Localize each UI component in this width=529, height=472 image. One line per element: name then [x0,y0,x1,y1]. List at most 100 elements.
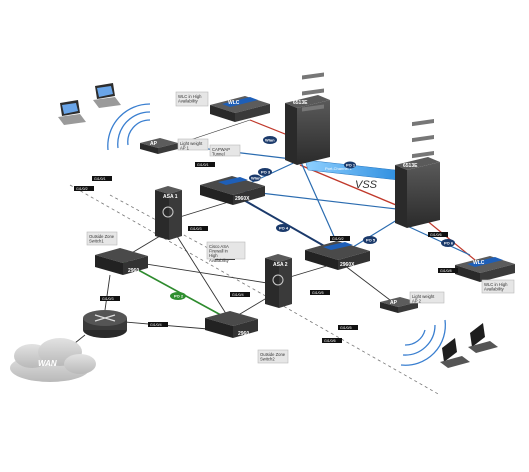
port-tag: Gi1/0/2 [74,186,94,191]
distribution-switch-1: 2960X [200,176,265,205]
asa2-label: ASA 2 [273,262,288,268]
outside-switch-1: 2960 [95,248,148,275]
port-tag: Gi1/0/5 [338,325,358,330]
asa1-label: ASA 1 [163,194,178,200]
core-dist2-link [299,159,341,251]
port-tag: Gi1/0/5 [310,290,330,295]
outside-switch-2: 2960 [205,311,258,338]
wifi-arc [402,324,436,356]
pill-wlan-mid: Wlan [249,174,261,182]
svg-text:Gi1/0/8: Gi1/0/8 [440,269,452,273]
port-tag: Gi1/0/3 [188,226,208,231]
out1-router-link [104,274,111,311]
core-switch-right: 6513E [395,119,440,228]
vss-link-label: Port-Channel 1 [325,166,353,171]
core-switch-left: 6513E [285,72,330,165]
port-tag: Gi1/0/4 [230,292,250,297]
svg-text:PO 4: PO 4 [279,226,289,231]
wan-cloud: WAN [10,338,96,382]
access-point-2: AP [380,297,418,313]
wifi-left [107,103,151,151]
svg-text:Gi1/0/6: Gi1/0/6 [324,339,336,343]
svg-text:PO 6: PO 6 [444,241,454,246]
router-out2-link [124,321,221,331]
svg-text:Gi1/0/3: Gi1/0/3 [190,227,202,231]
svg-text:Gi1/0/2: Gi1/0/2 [332,237,344,241]
port-tag: Gi1/0/3 [100,296,120,301]
port-tag: Gi1/0/6 [322,338,342,343]
access-point-1: AP [140,138,178,154]
svg-text:Gi1/0/4: Gi1/0/4 [232,293,244,297]
port-tags: Gi1/0/1 Gi1/0/2 Gi1/0/1 Gi1/0/2 Gi1/0/3 … [74,162,458,343]
dist1-label: 2960X [235,196,250,202]
wifi-arc [404,329,426,346]
ap1-label: AP [150,141,158,147]
wifi-arc [127,119,151,146]
wlc-bottom-label: WLC [473,260,485,266]
svg-text:PO 5: PO 5 [366,238,376,243]
router [83,310,127,338]
dist2-label: 2960X [340,262,355,268]
svg-text:Gi1/0/1: Gi1/0/1 [94,177,106,181]
wlc-bottom: WLC [455,256,515,282]
laptop-icon [93,83,121,108]
pills: Wlan PO 3 PO 4 PO 5 PO 6 PO 2 Wlan PO 1 [170,136,455,300]
port-tag: Gi1/0/1 [92,176,112,181]
svg-text:Gi1/0/5: Gi1/0/5 [312,291,324,295]
router-arrows-icon [94,314,116,322]
dist2-ap2-link [339,261,391,301]
wlc-top: WLC [210,96,270,122]
pill-po1: PO 1 [344,161,356,169]
svg-text:Gi1/0/4: Gi1/0/4 [150,323,162,327]
svg-text:Gi1/0/6: Gi1/0/6 [430,233,442,237]
svg-text:Gi1/0/1: Gi1/0/1 [197,163,209,167]
wifi-arc [400,319,446,366]
firewall-icon [272,274,284,286]
laptop-icon [440,338,470,368]
port-tag: Gi1/0/8 [438,268,458,273]
wifi-arc [117,111,151,149]
port-tag: Gi1/0/4 [148,322,168,327]
svg-text:Wlan: Wlan [265,138,275,143]
ap2-label: AP [390,300,398,306]
svg-text:Gi1/0/2: Gi1/0/2 [76,187,88,191]
laptop-icon [58,100,86,125]
wifi-arc [107,103,151,151]
port-tag: Gi1/0/1 [195,162,215,167]
pill-po4: PO 4 [276,224,290,232]
svg-text:PO 2: PO 2 [174,294,184,299]
zone-boundary-line [69,184,441,396]
distribution-switch-2: 2960X [305,241,370,270]
port-tag: Gi1/0/2 [330,236,350,241]
out1-label: 2960 [128,268,139,274]
svg-text:Wlan: Wlan [251,176,261,181]
laptop-icon [468,323,498,353]
port-tag: Gi1/0/6 [428,232,448,237]
out2-label: 2960 [238,331,249,337]
svg-text:Gi1/0/5: Gi1/0/5 [340,326,352,330]
svg-text:PO 3: PO 3 [261,170,271,175]
asa-firewall-1: ASA 1 [155,186,182,240]
pill-po6: PO 6 [441,239,455,247]
pill-po5: PO 5 [363,236,377,244]
wifi-right [400,319,446,366]
core-switch-right-label: 6513E [403,163,418,169]
pill-wlan-top: Wlan [263,136,277,144]
wlc-top-label: WLC [228,100,240,106]
